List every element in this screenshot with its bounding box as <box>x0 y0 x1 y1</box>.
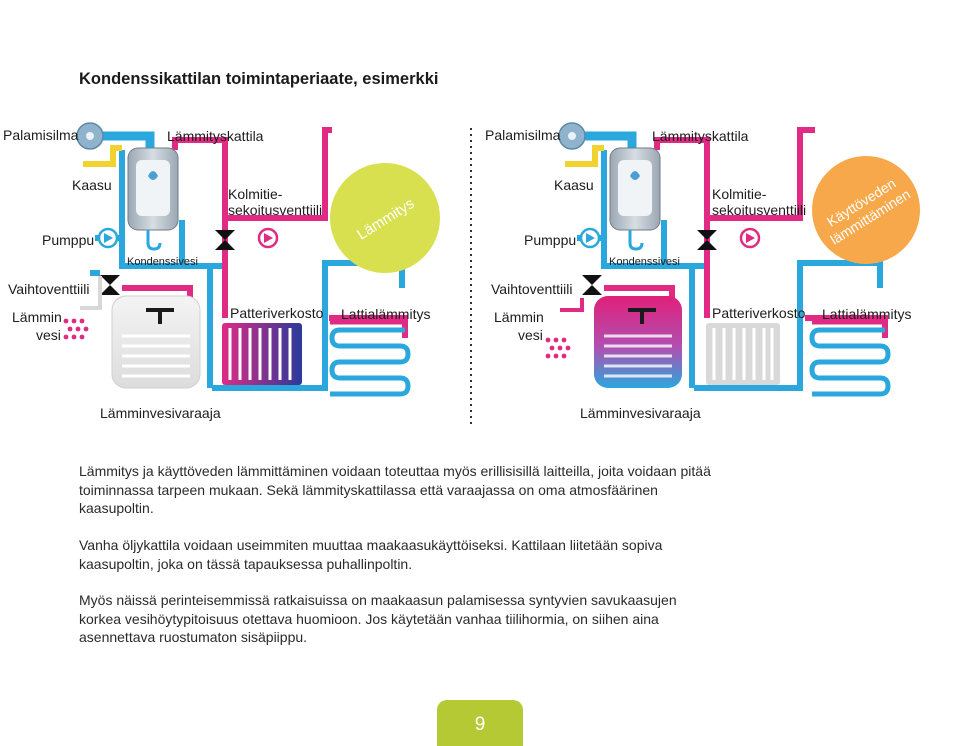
label-palamisilma-left: Palamisilma <box>3 127 79 143</box>
paragraph-3: Myös näissä perinteisemmissä ratkaisuiss… <box>79 592 677 645</box>
label-kolmitie-right-2: sekoitusventtiili <box>712 202 806 218</box>
paragraph-2: Vanha öljykattila voidaan useimmiten muu… <box>79 537 663 572</box>
label-patteriverkosto-right: Patteriverkosto <box>712 305 806 321</box>
diagram-right: Käyttöveden lämmittäminen Palamisilma Lä… <box>485 122 920 421</box>
page-title: Kondenssikattilan toimintaperiaate, esim… <box>79 70 439 88</box>
label-pumppu-left: Pumppu <box>42 232 94 248</box>
label-kolmitie-left-2: sekoitusventtiili <box>228 202 322 218</box>
label-kolmitie-left-1: Kolmitie- <box>228 186 283 202</box>
label-lammityskattila-left: Lämmityskattila <box>167 128 264 144</box>
page-number: 9 <box>474 714 486 735</box>
diagram-left: Lämmitys Palamisilma Lämmityskattila Kaa… <box>3 122 440 421</box>
label-lammityskattila-right: Lämmityskattila <box>652 128 749 144</box>
label-kondenssivesi-left: Kondenssivesi <box>127 256 198 268</box>
label-kaasu-left: Kaasu <box>72 177 112 193</box>
label-lattialammitys-left: Lattialämmitys <box>341 306 430 322</box>
label-patteriverkosto-left: Patteriverkosto <box>230 305 324 321</box>
label-lamminvesivaraaja-right: Lämminvesivaraaja <box>580 405 701 421</box>
label-lammin-left: Lämmin <box>12 309 62 325</box>
label-pumppu-right: Pumppu <box>524 232 576 248</box>
label-palamisilma-right: Palamisilma <box>485 127 561 143</box>
label-kondenssivesi-right: Kondenssivesi <box>609 256 680 268</box>
paragraph-1: Lämmitys ja käyttöveden lämmittäminen vo… <box>79 463 711 516</box>
label-lamminvesivaraaja-left: Lämminvesivaraaja <box>100 405 221 421</box>
label-vesi-right: vesi <box>518 327 543 343</box>
label-vesi-left: vesi <box>36 327 61 343</box>
label-vaihtoventtiili-right: Vaihtoventtiili <box>491 281 572 297</box>
label-lammin-right: Lämmin <box>494 309 544 325</box>
label-vaihtoventtiili-left: Vaihtoventtiili <box>8 281 89 297</box>
label-kaasu-right: Kaasu <box>554 177 594 193</box>
boiler-diagrams: Lämmitys Palamisilma Lämmityskattila Kaa… <box>3 122 920 424</box>
page-number-tab: 9 <box>437 700 523 746</box>
label-lattialammitys-right: Lattialämmitys <box>822 306 911 322</box>
label-kolmitie-right-1: Kolmitie- <box>712 186 767 202</box>
